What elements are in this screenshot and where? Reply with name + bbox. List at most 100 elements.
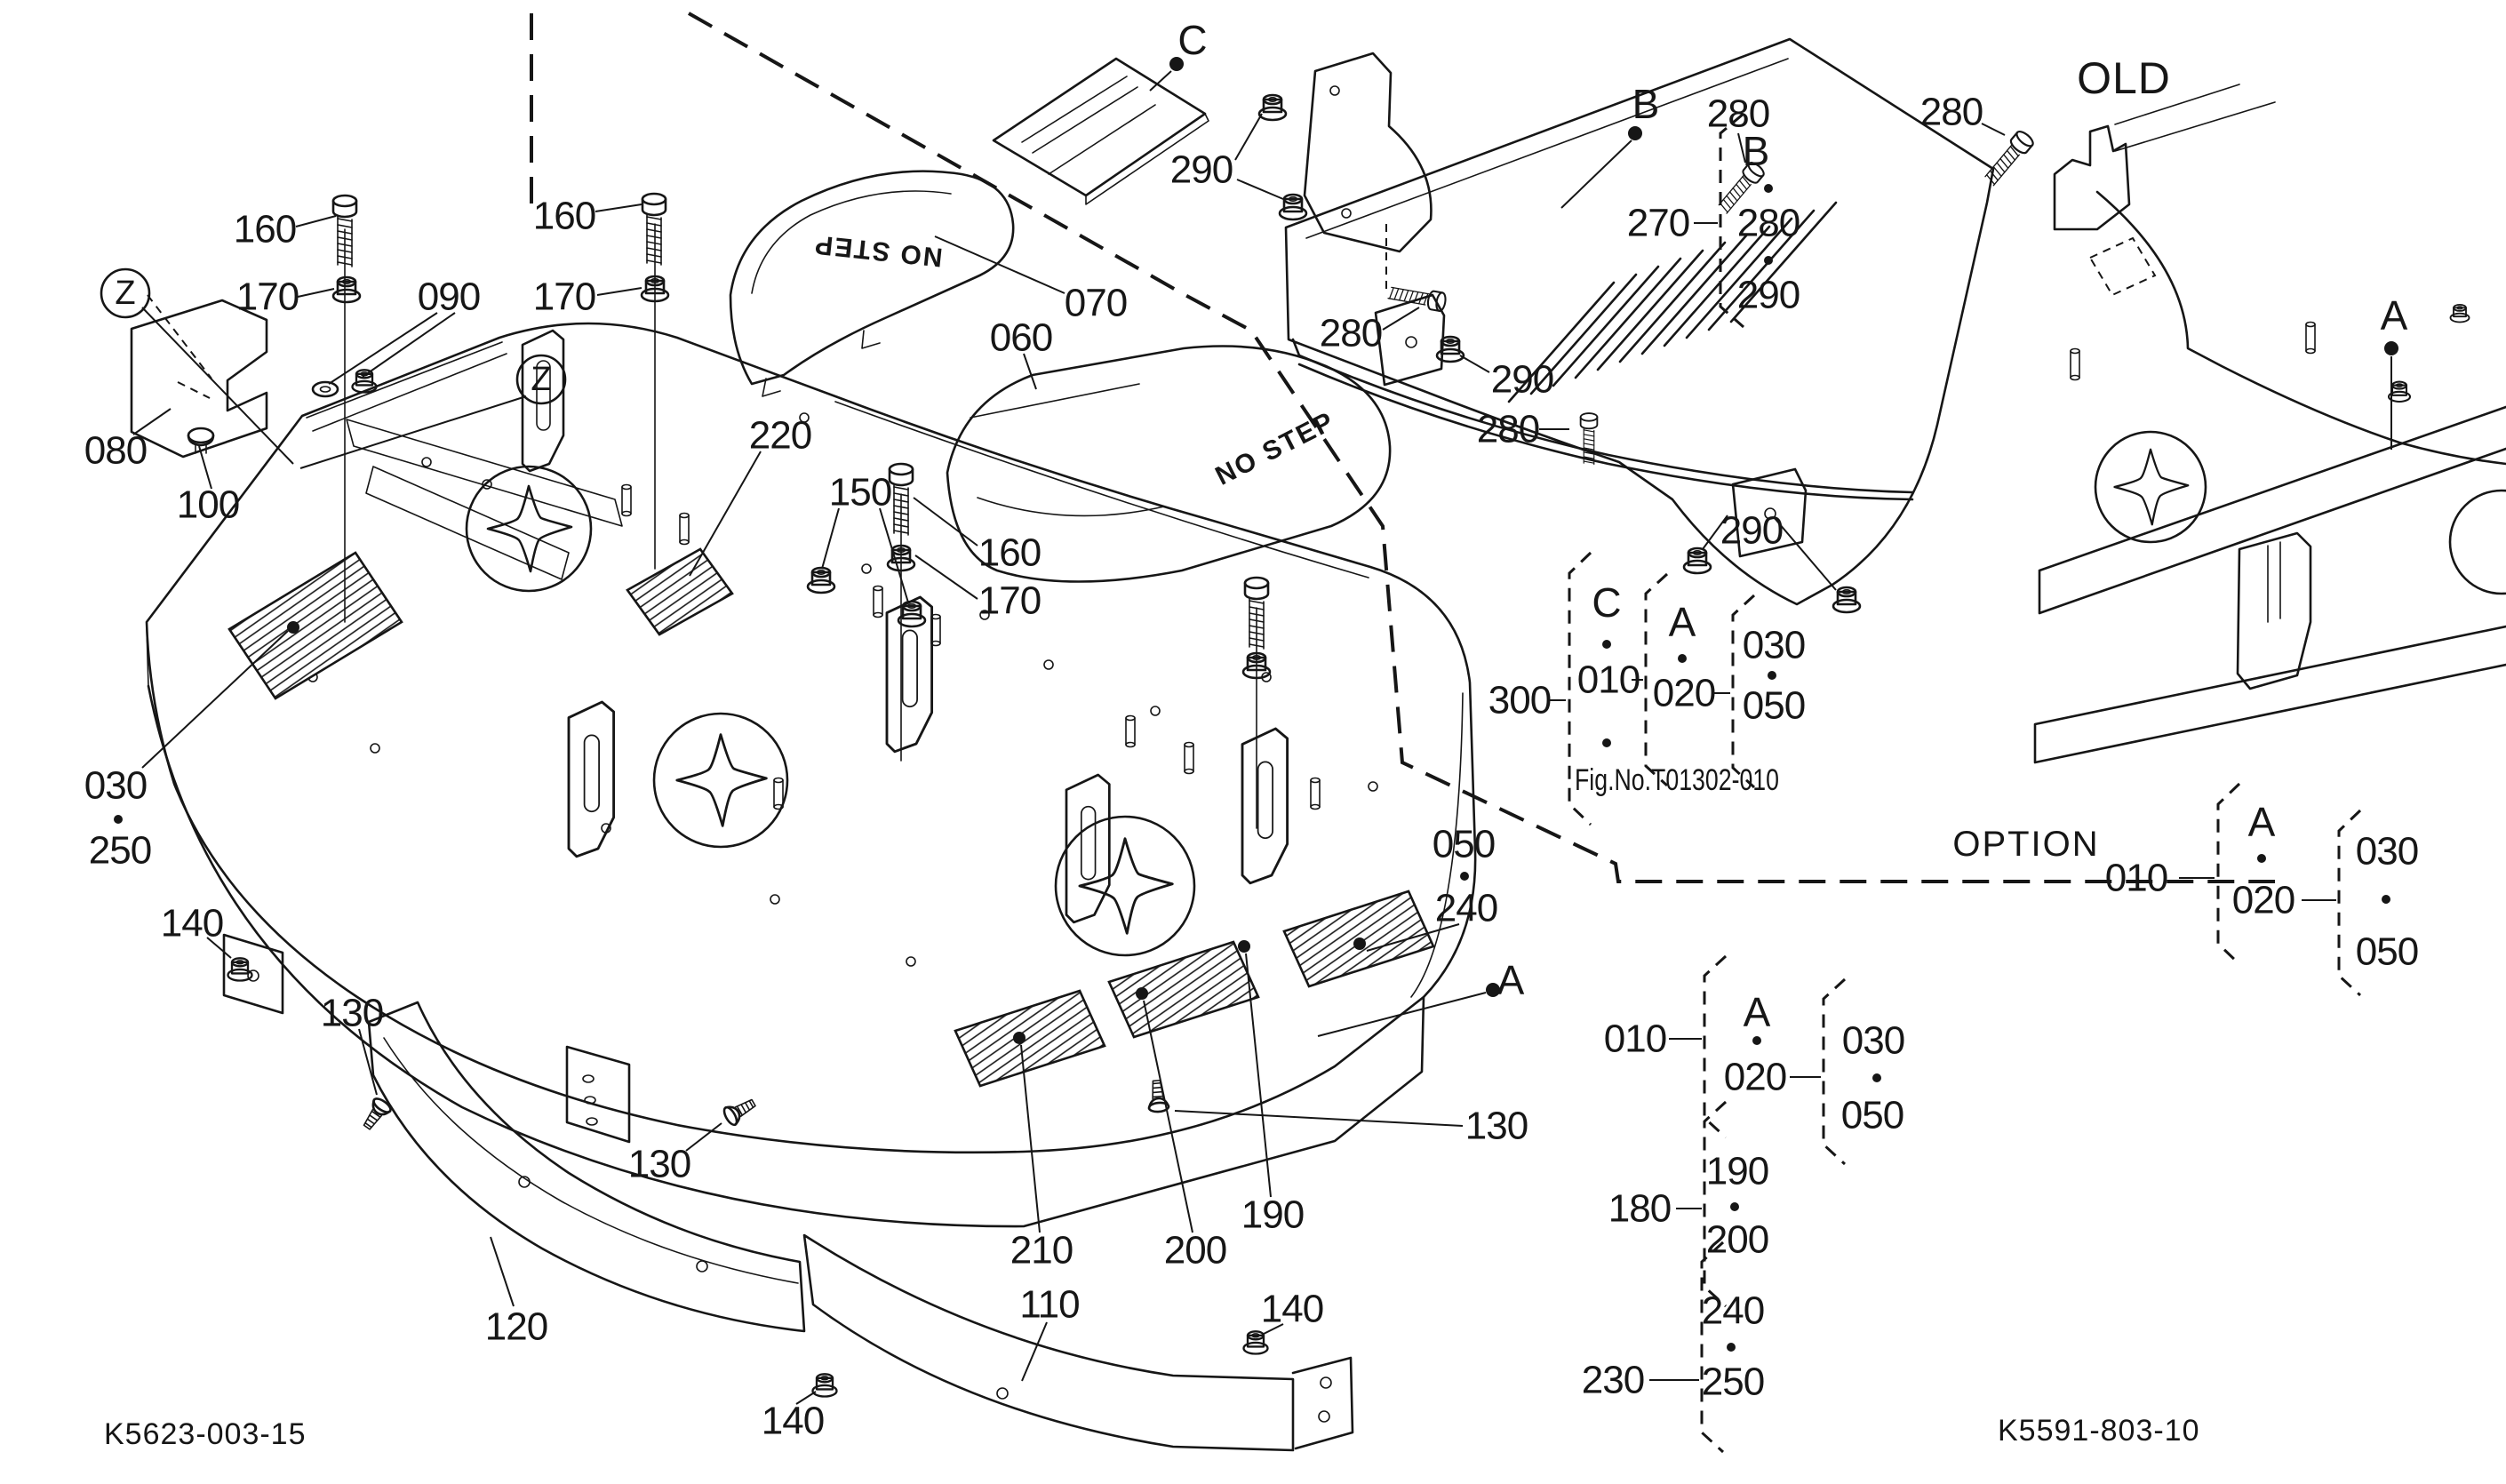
callout-250: 250 bbox=[89, 829, 151, 873]
callout-180: 180 bbox=[1608, 1187, 1671, 1231]
section-separators bbox=[530, 12, 2275, 883]
gauge-bracket bbox=[567, 700, 616, 858]
baffle-200 bbox=[1107, 940, 1260, 1039]
callout-100: 100 bbox=[177, 483, 239, 527]
callout-190: 190 bbox=[1241, 1193, 1304, 1237]
callout-letter-b: B bbox=[1632, 81, 1660, 127]
group-item-240: 240 bbox=[1702, 1289, 1764, 1333]
group-item-050: 050 bbox=[1743, 684, 1805, 728]
flange-nut bbox=[1257, 93, 1288, 122]
callout-270: 270 bbox=[1627, 202, 1689, 245]
spindle-right bbox=[1054, 815, 1196, 957]
callout-290: 290 bbox=[1720, 509, 1783, 553]
cover-070-no-step-text: NO STEP bbox=[812, 229, 944, 272]
flange-nut bbox=[897, 600, 927, 628]
callout-160: 160 bbox=[978, 531, 1041, 575]
flange-nut bbox=[1278, 193, 1308, 221]
callout-120: 120 bbox=[485, 1305, 547, 1349]
old-deck bbox=[2033, 84, 2506, 764]
group-item-250: 250 bbox=[1702, 1360, 1764, 1404]
group-item-b: B bbox=[1743, 128, 1770, 174]
group-item-280: 280 bbox=[1737, 202, 1800, 245]
baffle-210 bbox=[954, 989, 1106, 1088]
bracket-old-a020 bbox=[2216, 782, 2241, 966]
bracket-300-c010 bbox=[1568, 551, 1592, 826]
skirt-110 bbox=[802, 1233, 1354, 1452]
callout-130: 130 bbox=[1465, 1105, 1528, 1148]
group-item-190: 190 bbox=[1706, 1150, 1768, 1193]
callout-140: 140 bbox=[161, 902, 223, 945]
group-item-010: 010 bbox=[1577, 658, 1640, 702]
callout-210: 210 bbox=[1010, 1229, 1073, 1273]
group-item-200: 200 bbox=[1706, 1218, 1768, 1262]
cover-070: NO STEP bbox=[729, 170, 1015, 397]
old-section-title: OLD bbox=[2077, 53, 2171, 103]
group-item-020: 020 bbox=[1653, 672, 1715, 715]
skirt-120 bbox=[367, 1001, 806, 1333]
labels: 160 170 090 080 100 160 170 220 150 160 … bbox=[84, 17, 2419, 1451]
callout-200: 200 bbox=[1164, 1229, 1226, 1273]
cover-060-no-step-text: NO STEP bbox=[1211, 406, 1340, 491]
spindle-left bbox=[465, 465, 593, 593]
callout-letter-a-old: A bbox=[2381, 292, 2408, 339]
bracket-180-group bbox=[1703, 1100, 1728, 1308]
flange-nut bbox=[1682, 547, 1712, 575]
gauge-bracket bbox=[1065, 773, 1111, 924]
bolt bbox=[1980, 128, 2037, 189]
bracket-300-a020 bbox=[1644, 572, 1669, 787]
baffle-220 bbox=[626, 547, 734, 636]
callout-170: 170 bbox=[978, 579, 1041, 623]
panel-b-grille bbox=[1507, 201, 1838, 403]
washer bbox=[311, 380, 339, 398]
callout-140: 140 bbox=[762, 1400, 824, 1443]
leader-lines bbox=[132, 70, 2392, 1405]
group-item-290: 290 bbox=[1737, 274, 1800, 317]
callout-080: 080 bbox=[84, 429, 147, 473]
drawing-code-left: K5623-003-15 bbox=[104, 1417, 307, 1451]
flange-nut bbox=[811, 1373, 838, 1398]
callout-280: 280 bbox=[1707, 92, 1769, 136]
flange-nut bbox=[1242, 1330, 1269, 1355]
callout-030: 030 bbox=[84, 764, 147, 808]
callout-290: 290 bbox=[1491, 358, 1553, 402]
bracket-230-group bbox=[1700, 1241, 1725, 1454]
callout-130: 130 bbox=[628, 1143, 690, 1186]
old-group-030: 030 bbox=[2356, 830, 2418, 874]
z-detail-label: Z bbox=[531, 361, 551, 398]
callout-090: 090 bbox=[418, 275, 480, 319]
old-group-020: 020 bbox=[2232, 879, 2295, 922]
callout-280: 280 bbox=[1477, 408, 1539, 451]
callout-160: 160 bbox=[533, 195, 595, 238]
callout-letter-a: A bbox=[1497, 957, 1525, 1003]
old-group-a: A bbox=[2248, 799, 2276, 845]
callout-170: 170 bbox=[533, 275, 595, 319]
callout-130: 130 bbox=[321, 992, 383, 1035]
callout-060: 060 bbox=[990, 316, 1052, 360]
callout-230: 230 bbox=[1582, 1359, 1644, 1402]
callout-050: 050 bbox=[1433, 823, 1495, 866]
callout-150: 150 bbox=[829, 471, 891, 515]
envelope-c bbox=[992, 57, 1209, 205]
deck-holes bbox=[307, 412, 1378, 967]
spindle-center bbox=[652, 712, 789, 849]
figure-reference: Fig.No.T01302-010 bbox=[1575, 763, 1779, 797]
old-group-010: 010 bbox=[2105, 857, 2167, 900]
callout-160: 160 bbox=[234, 208, 296, 251]
callout-220: 220 bbox=[749, 414, 811, 458]
opt-group-a: A bbox=[1744, 989, 1771, 1035]
flat-screw bbox=[720, 1093, 760, 1129]
opt-group-010: 010 bbox=[1604, 1017, 1666, 1061]
deck-studs bbox=[621, 483, 1321, 810]
callout-110: 110 bbox=[1019, 1283, 1079, 1327]
panel-b bbox=[1284, 37, 1995, 606]
opt-group-030: 030 bbox=[1842, 1019, 1904, 1063]
callout-140: 140 bbox=[1261, 1288, 1323, 1331]
group-item-c: C bbox=[1592, 579, 1621, 626]
callout-280: 280 bbox=[1320, 312, 1382, 355]
group-item-030: 030 bbox=[1743, 624, 1805, 667]
old-group-050: 050 bbox=[2356, 930, 2418, 974]
flange-nut bbox=[806, 566, 836, 594]
group-brackets bbox=[1568, 112, 2362, 1454]
bracket-opt-a020 bbox=[1703, 954, 1728, 1139]
bolt bbox=[641, 192, 667, 267]
